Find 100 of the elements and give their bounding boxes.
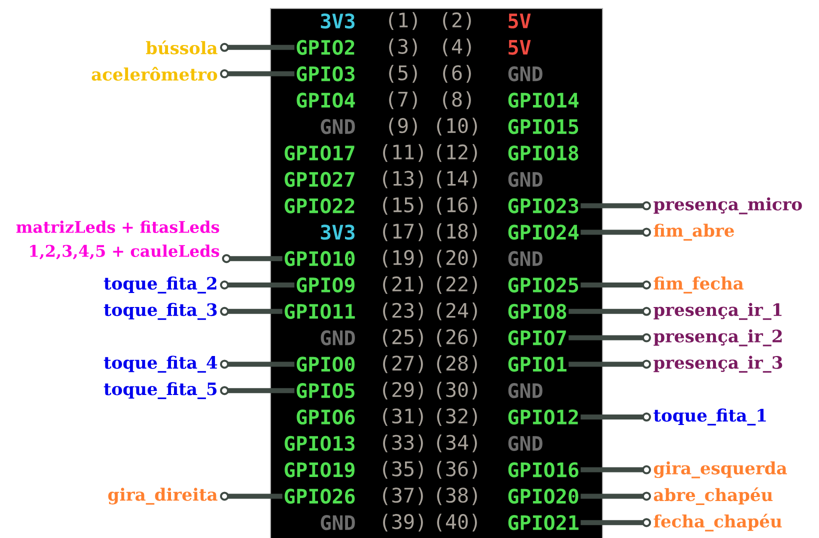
pin-name: GPIO12 (508, 409, 578, 425)
pin-number: (19) (383, 250, 423, 268)
leader-line (580, 492, 651, 501)
signal-label: gira_esquerda (654, 461, 787, 478)
pin-name: 3V3 (320, 13, 354, 29)
pin-name: GPIO20 (508, 488, 578, 504)
leader-line (568, 360, 651, 369)
pin-number: (36) (437, 460, 477, 479)
signal-label: toque_fita_1 (654, 408, 766, 426)
pin-number: (1) (389, 12, 417, 30)
pin-number: (34) (437, 434, 477, 452)
pin-name: GPIO3 (296, 66, 354, 82)
leader-line (580, 465, 651, 474)
pin-number: (33) (383, 434, 423, 452)
pin-number: (25) (383, 328, 423, 347)
leader-line (222, 254, 282, 264)
pin-name: GPIO2 (296, 40, 354, 55)
pin-number: (37) (383, 487, 423, 506)
leader-line (220, 42, 294, 52)
pin-name: GPIO18 (508, 145, 578, 161)
pin-number: (5) (389, 64, 417, 83)
pin-name: GPIO6 (296, 409, 355, 425)
pin-name: GPIO0 (296, 356, 355, 372)
pin-number: (7) (389, 91, 417, 110)
signal-label: fim_abre (654, 224, 734, 241)
pin-name: GPIO26 (284, 488, 355, 504)
pin-number: (24) (437, 302, 477, 320)
leader-line (568, 333, 651, 342)
leader-line (568, 306, 651, 316)
leader-line (220, 69, 294, 78)
pin-header-panel (270, 8, 603, 538)
signal-label: toque_fita_2 (104, 276, 216, 294)
pin-number: (9) (389, 118, 417, 136)
pin-name: 5V (508, 14, 531, 28)
pin-name: GPIO8 (508, 304, 566, 319)
pin-name: GPIO24 (508, 224, 579, 240)
pin-number: (4) (443, 38, 471, 56)
pin-name: GND (320, 515, 355, 530)
pin-number: (20) (437, 250, 477, 268)
pin-number: (31) (383, 408, 423, 426)
pin-name: GND (508, 383, 542, 398)
pin-number: (6) (443, 64, 471, 83)
pin-number: (21) (383, 276, 423, 294)
pin-name: GPIO23 (508, 198, 578, 214)
signal-label: presença_ir_1 (654, 302, 782, 320)
leader-line (580, 228, 651, 237)
pin-name: GPIO17 (284, 145, 354, 161)
leader-line (580, 412, 651, 422)
pin-name: GPIO25 (508, 277, 578, 293)
pin-number: (32) (437, 408, 477, 426)
pin-number: (18) (437, 223, 477, 242)
pin-number: (27) (383, 355, 423, 374)
signal-label: toque_fita_5 (104, 382, 216, 400)
pin-name: GPIO4 (296, 92, 355, 108)
pin-number: (22) (437, 276, 477, 294)
leader-line (220, 386, 294, 396)
pin-name: GND (508, 66, 542, 82)
signal-label: gira_direita (108, 488, 218, 505)
pin-number: (11) (383, 144, 423, 162)
leader-line (580, 518, 651, 528)
pin-name: GPIO1 (508, 356, 566, 372)
pin-number: (28) (437, 355, 477, 374)
pin-name: GPIO9 (296, 277, 355, 293)
pin-number: (3) (389, 38, 417, 56)
pin-number: (12) (437, 144, 477, 162)
signal-label: presença_micro (654, 197, 802, 214)
leader-line (220, 280, 294, 290)
signal-label: presença_ir_3 (654, 356, 782, 373)
pin-number: (14) (437, 170, 477, 188)
pin-name: GPIO10 (284, 251, 355, 266)
pin-name: 3V3 (320, 224, 354, 240)
signal-label: fecha_chapéu (654, 514, 782, 532)
pin-number: (39) (383, 514, 423, 532)
pin-name: GPIO15 (508, 119, 578, 134)
signal-label: abre_chapéu (654, 487, 773, 506)
leader-line (220, 492, 282, 501)
signal-label: acelerômetro (92, 66, 218, 81)
pin-number: (17) (383, 223, 423, 242)
pin-number: (35) (383, 460, 423, 479)
pin-number: (30) (437, 382, 477, 400)
pin-name: GPIO5 (296, 383, 354, 398)
pin-name: GPIO16 (508, 462, 578, 478)
signal-label: toque_fita_3 (104, 302, 217, 320)
pin-number: (26) (437, 328, 477, 347)
signal-label: toque_fita_4 (104, 356, 218, 373)
pin-number: (23) (383, 302, 423, 320)
pin-number: (8) (443, 91, 471, 110)
pin-name: GND (320, 119, 355, 134)
leader-line (580, 280, 651, 290)
pin-number: (15) (383, 196, 423, 215)
pin-number: (10) (437, 118, 477, 136)
pin-name: GPIO14 (508, 92, 579, 108)
pin-name: GPIO13 (284, 436, 354, 451)
signal-label: presença_ir_2 (654, 329, 782, 346)
pin-number: (13) (383, 170, 423, 188)
leader-line (580, 201, 651, 210)
leader-line (220, 306, 282, 316)
pin-number: (29) (383, 382, 423, 400)
pin-name: GPIO27 (284, 172, 354, 187)
signal-label: fim_fecha (654, 276, 744, 294)
